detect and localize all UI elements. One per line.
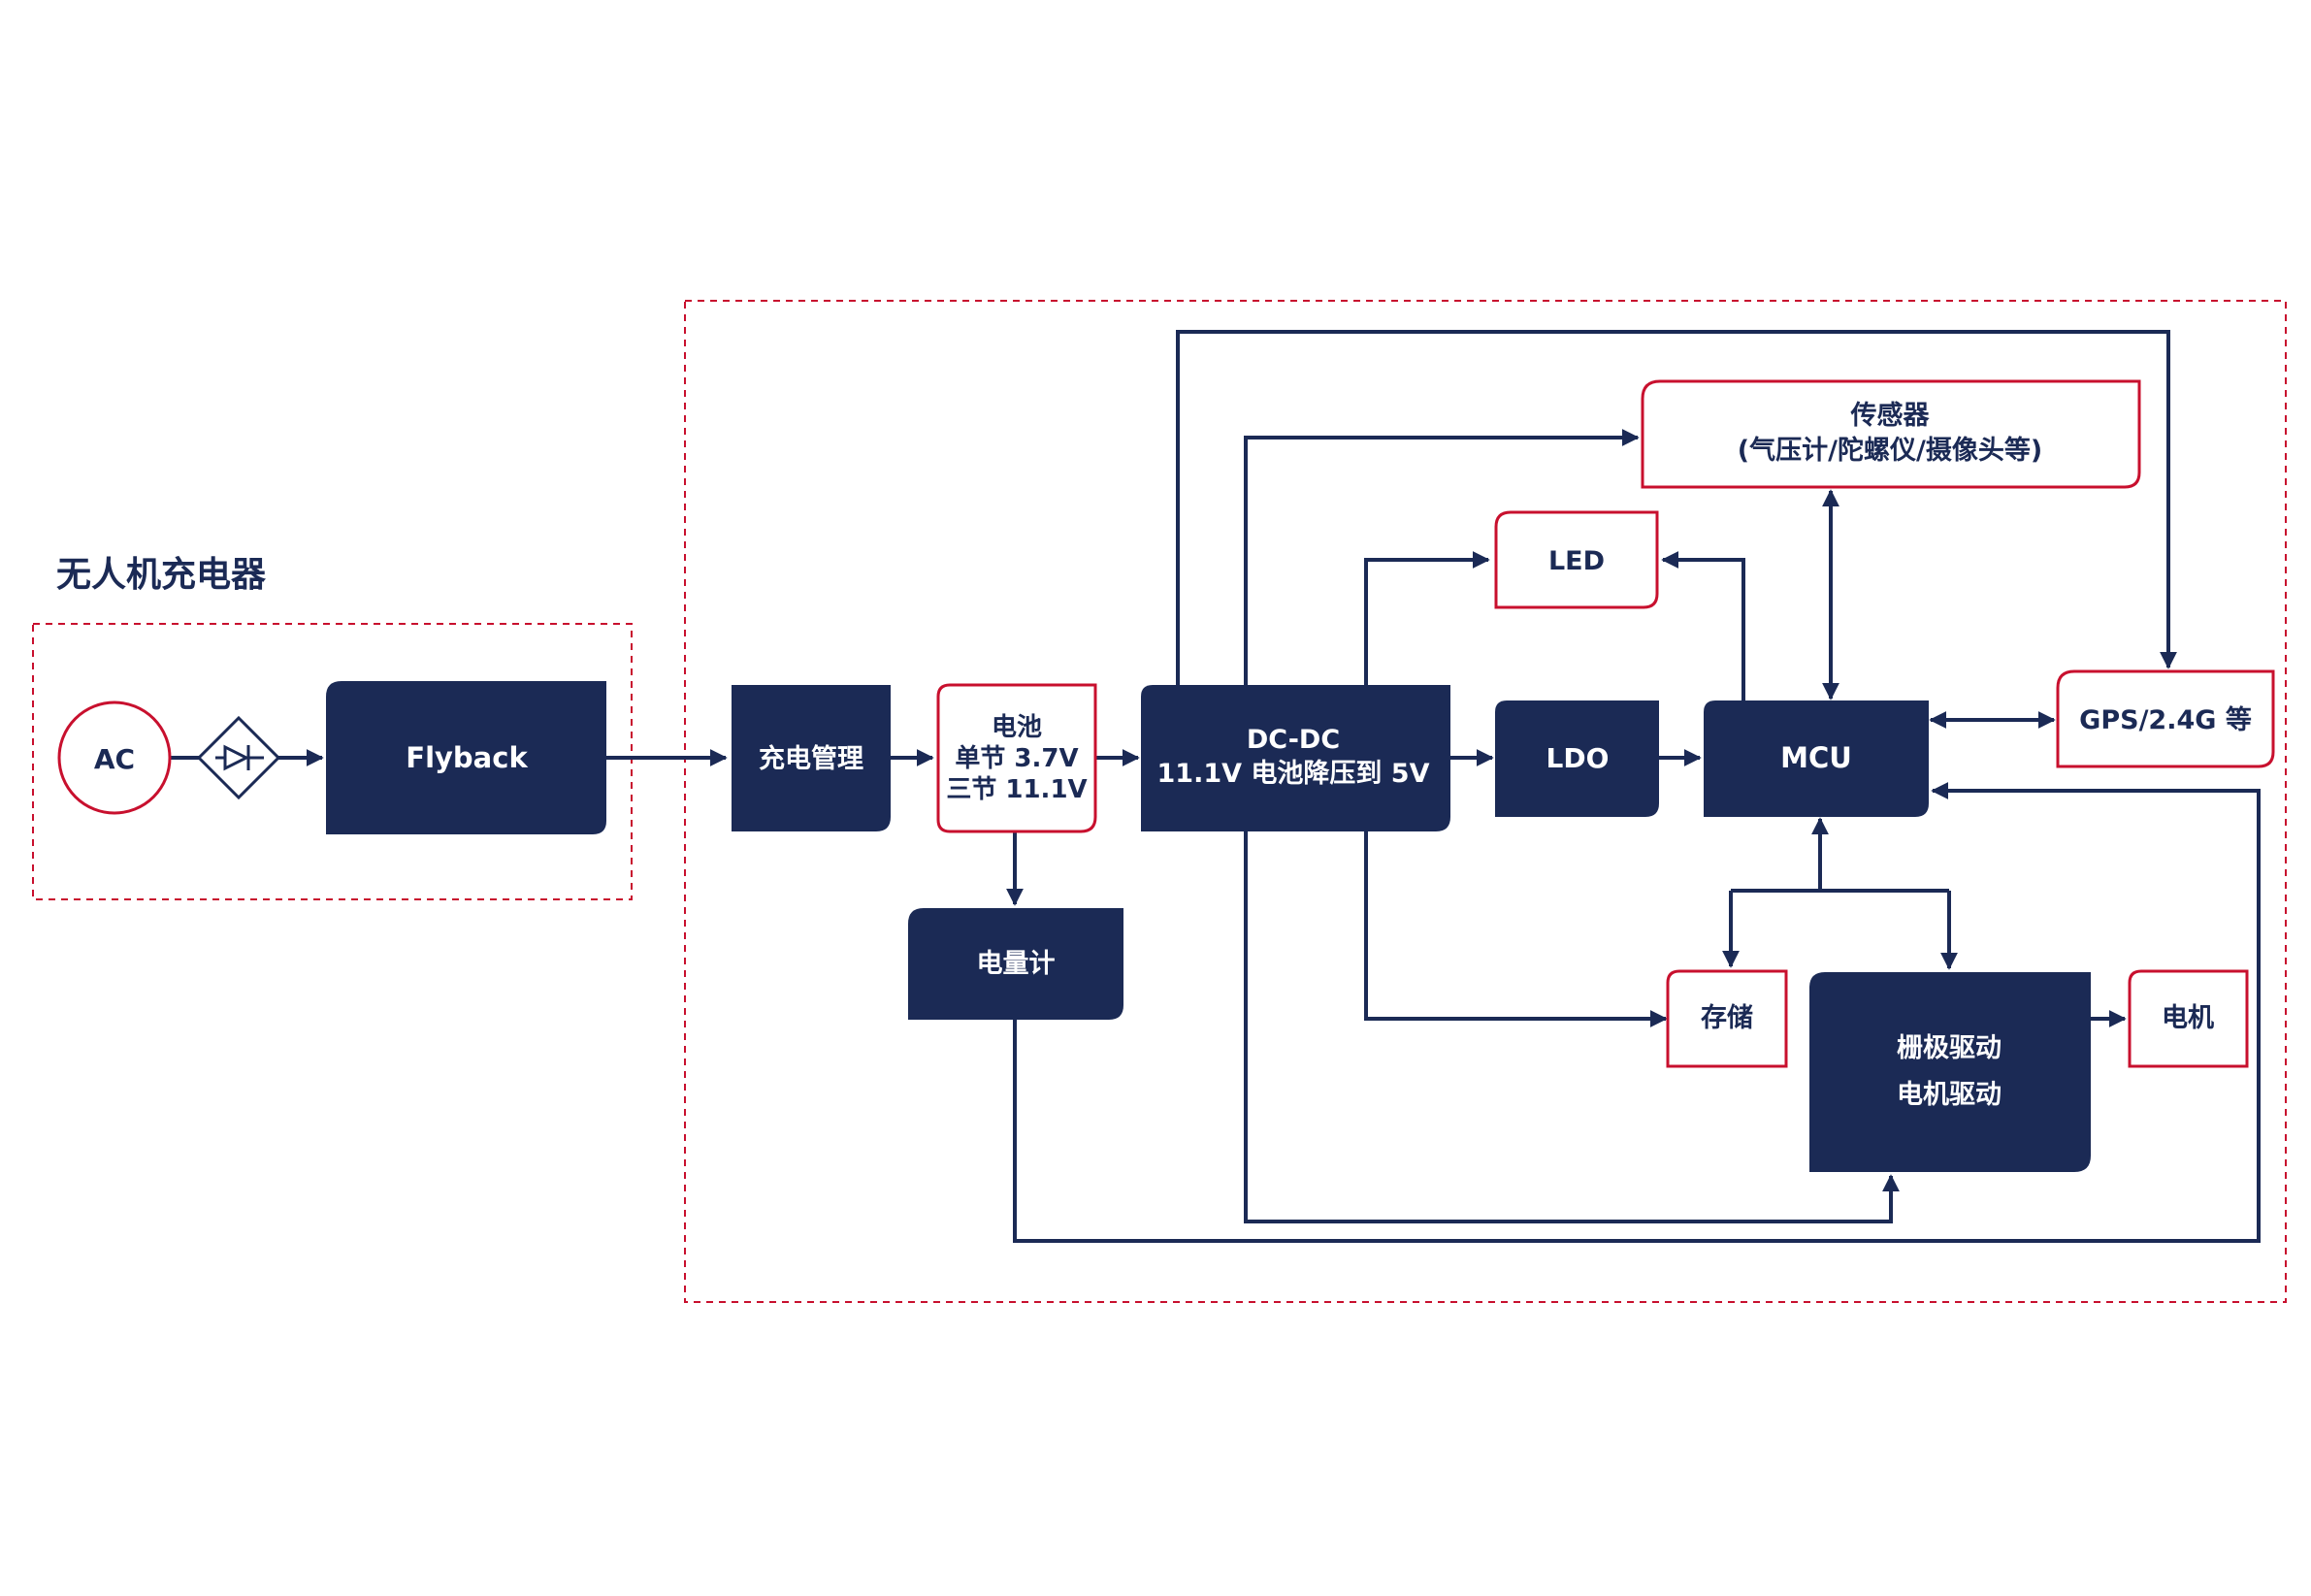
- motor-label: 电机: [2162, 1003, 2214, 1033]
- gate-driver-label: 栅极驱动: [1897, 1033, 2002, 1063]
- ac-label: AC: [94, 743, 135, 775]
- arrow-mcu-led: [1661, 551, 1745, 700]
- led-block: [1494, 510, 1659, 609]
- dcdc-description: 11.1V 电池降压到 5V: [1157, 759, 1430, 789]
- motor-block: [2128, 969, 2249, 1068]
- arrow-dcdc-gps: [1176, 330, 2177, 685]
- storage-block: [1666, 969, 1788, 1068]
- fuel-gauge-block: [908, 908, 1123, 1020]
- ldo-block: [1495, 700, 1659, 817]
- arrow-dcdc-led: [1364, 551, 1490, 685]
- arrow-dcdc-storage: [1364, 831, 1668, 1027]
- flyback-block: [326, 681, 606, 834]
- mcu-label: MCU: [1780, 741, 1852, 774]
- fuel-gauge-label: 电量计: [977, 949, 1056, 979]
- dcdc-title: DC-DC: [1247, 725, 1340, 755]
- sensors-examples: (气压计/陀螺仪/摄像头等): [1738, 435, 2042, 466]
- led-label: LED: [1548, 546, 1605, 576]
- ac-source: [57, 700, 172, 815]
- arrow-dcdc-driver: [1244, 831, 1900, 1223]
- battery-title: 电池: [992, 713, 1042, 742]
- motor-driver-label: 电机驱动: [1897, 1080, 2002, 1110]
- battery-single-cell: 单节 3.7V: [955, 744, 1078, 773]
- sensors-title: 传感器: [1850, 400, 1931, 431]
- ldo-label: LDO: [1546, 742, 1610, 774]
- charger-group-border: [32, 623, 633, 900]
- drone-group-border: [684, 300, 2287, 1303]
- sensors-block: [1641, 379, 2141, 489]
- arrow-dcdc-sensors: [1244, 429, 1640, 685]
- diagram-title: 无人机充电器: [56, 555, 267, 595]
- gps-block: [2056, 669, 2275, 768]
- gps-label: GPS/2.4G 等: [2079, 704, 2252, 735]
- storage-label: 存储: [1701, 1003, 1753, 1033]
- charge-management-label: 充电管理: [759, 743, 863, 774]
- connectors: [171, 330, 2261, 1243]
- dcdc-block: [1141, 685, 1450, 831]
- flyback-label: Flyback: [406, 741, 528, 774]
- mcu-block: [1704, 700, 1929, 817]
- rectifier-icon: [196, 715, 281, 800]
- battery-block: [936, 683, 1097, 833]
- charge-management-block: [732, 685, 891, 831]
- battery-three-cell: 三节 11.1V: [946, 775, 1087, 804]
- gate-motor-driver-block: [1809, 972, 2091, 1172]
- arrow-gauge-mcu: [1013, 782, 2261, 1243]
